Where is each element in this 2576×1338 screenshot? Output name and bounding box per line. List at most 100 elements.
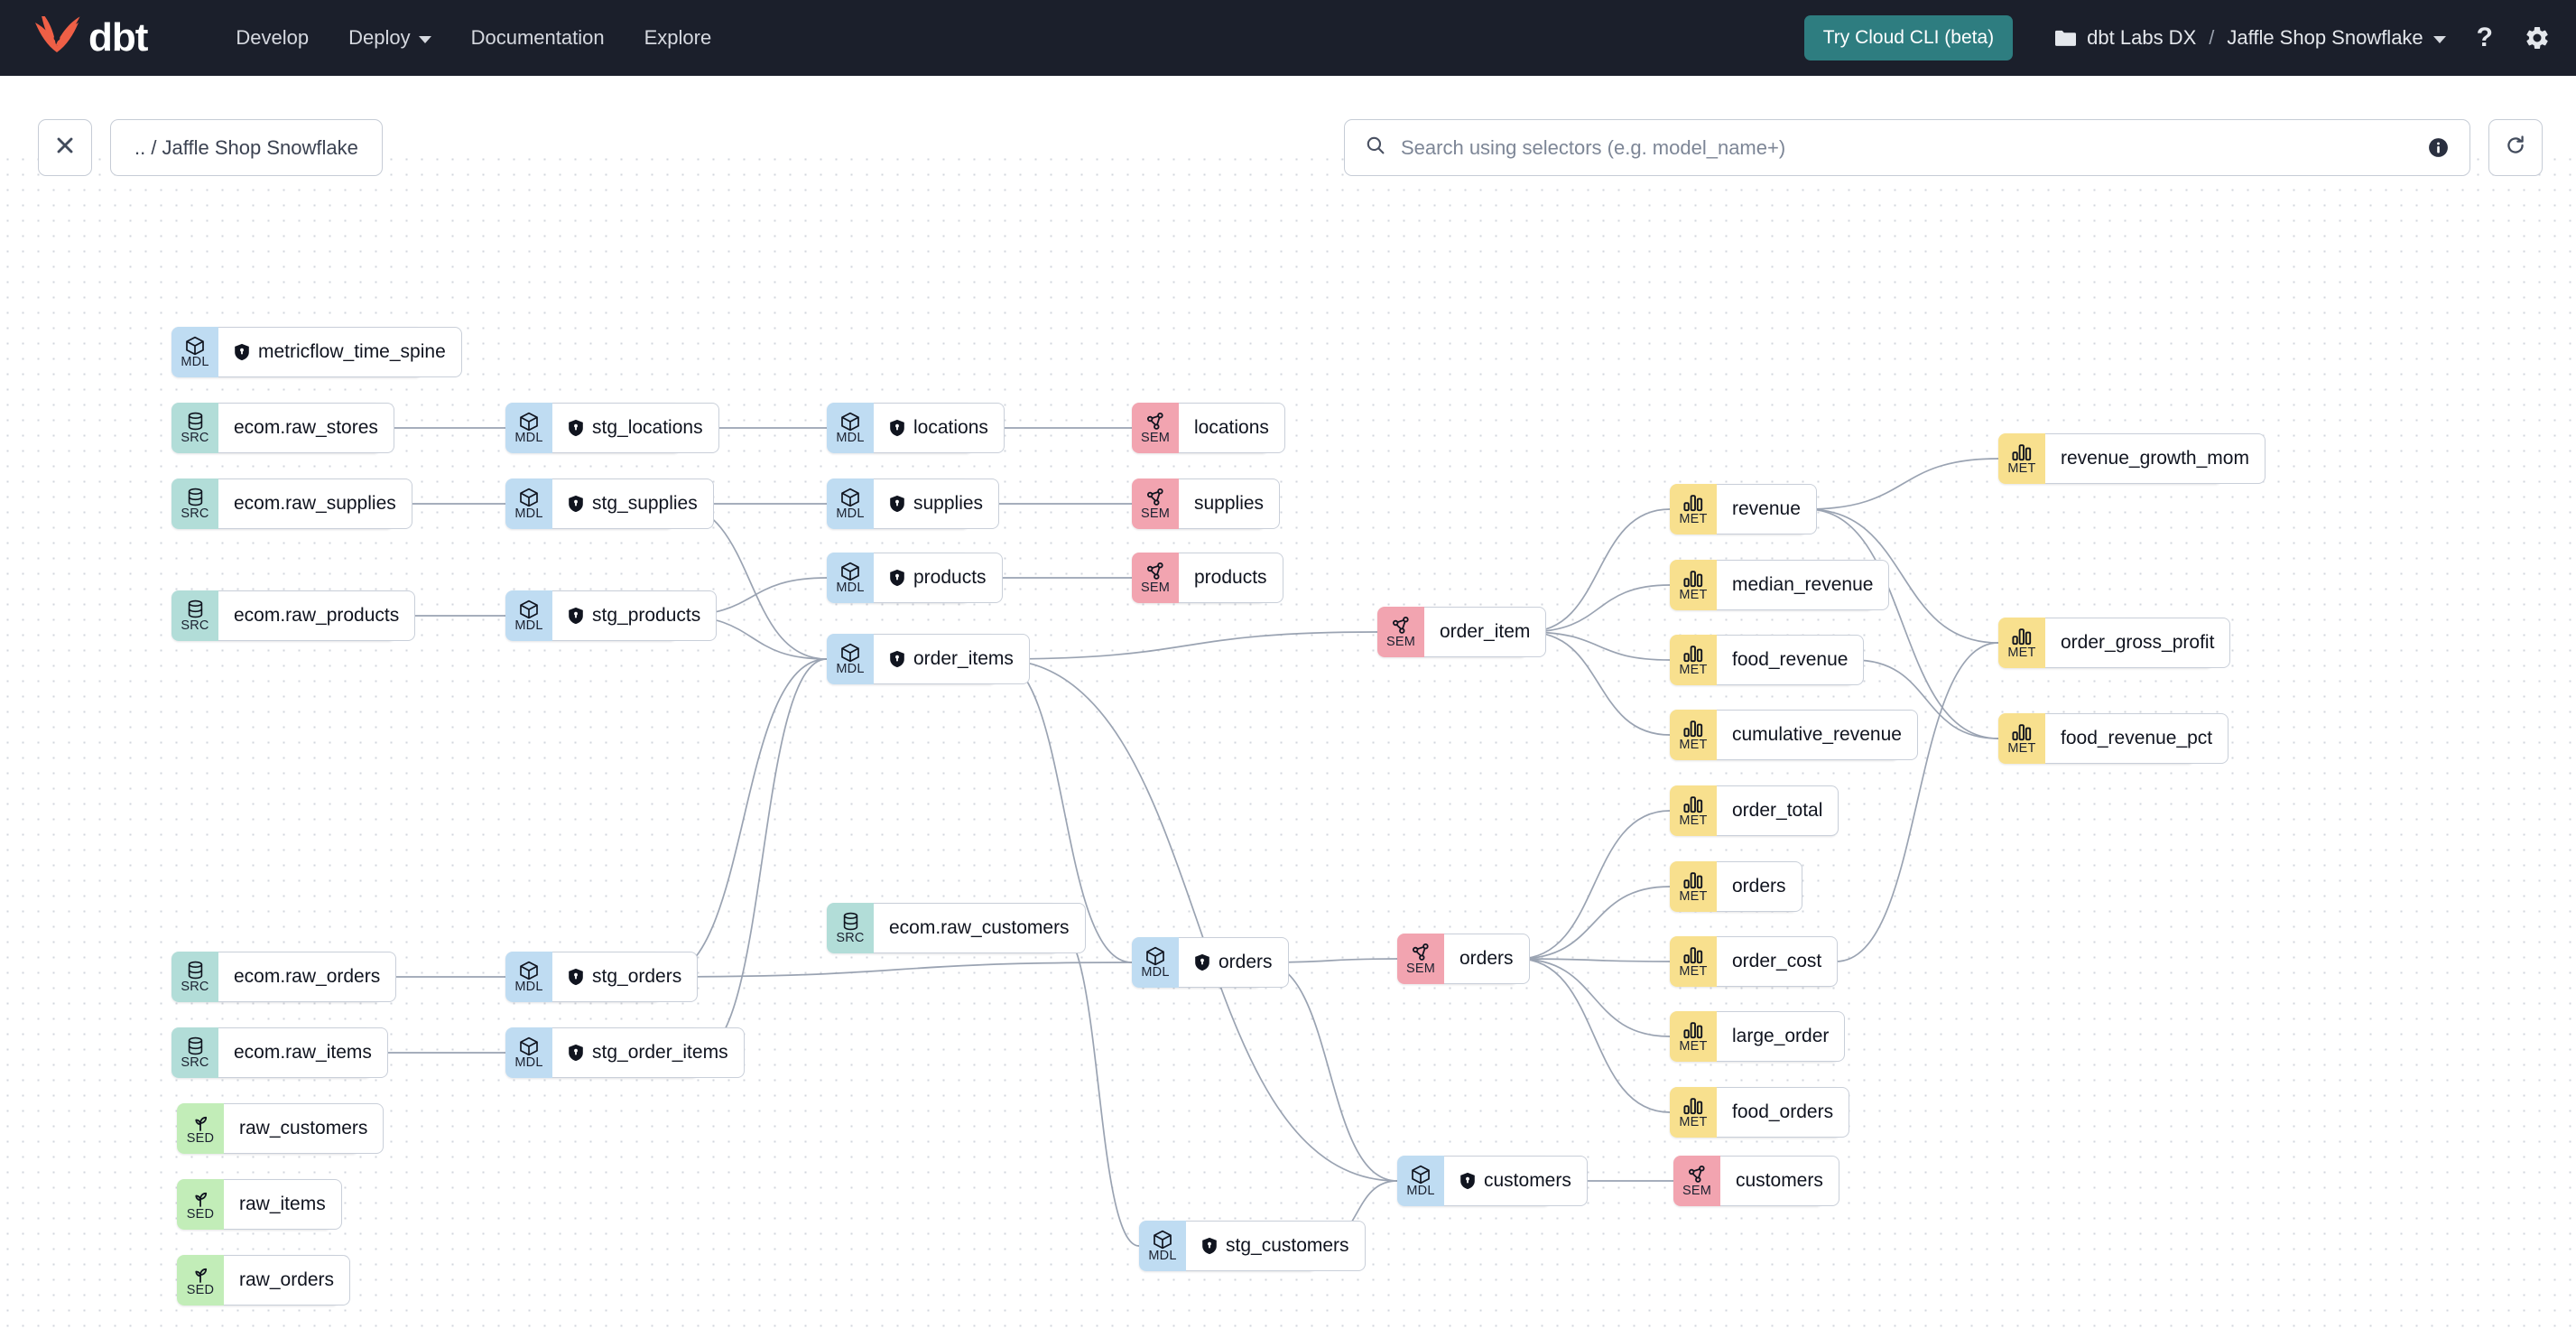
dbt-logo[interactable]: dbt [31, 11, 148, 60]
search-bar[interactable] [1344, 119, 2470, 176]
database-icon [185, 488, 206, 507]
lineage-toolbar: .. / Jaffle Shop Snowflake [0, 76, 2576, 176]
node-type-label: MET [1679, 662, 1708, 677]
node-type-label: SED [186, 1130, 215, 1146]
chevron-down-icon [418, 35, 431, 43]
graph-node-met_food_revenue[interactable]: MET food_revenue [1670, 635, 1865, 685]
node-body: stg_products [552, 590, 718, 641]
node-label: raw_items [239, 1194, 326, 1214]
bar-chart-icon [1682, 493, 1704, 513]
edge-src_raw_customers-to-stg_customers [1057, 927, 1140, 1247]
node-type-label: MET [2007, 645, 2036, 660]
nav-link-explore[interactable]: Explore [625, 17, 732, 59]
shield-icon [889, 569, 905, 587]
cube-icon [839, 488, 861, 507]
account-name[interactable]: dbt Labs DX [2087, 26, 2197, 49]
shield-icon [568, 968, 584, 986]
shield-icon [568, 607, 584, 625]
info-icon[interactable] [2427, 136, 2450, 159]
node-type-label: SRC [181, 618, 209, 633]
node-type-badge-sem: SEM [1397, 934, 1444, 984]
node-label: raw_orders [239, 1269, 335, 1290]
node-body: order_item [1424, 607, 1547, 657]
graph-node-sem_order_item[interactable]: SEM order_item [1377, 607, 1547, 657]
node-type-label: MDL [514, 506, 543, 521]
node-type-label: SEM [1385, 634, 1416, 649]
node-type-badge-met: MET [1670, 710, 1717, 760]
project-selector[interactable]: Jaffle Shop Snowflake [2227, 26, 2446, 50]
node-type-badge-met: MET [1670, 936, 1717, 987]
gear-icon[interactable] [2524, 24, 2551, 51]
shield-icon [1194, 953, 1210, 971]
search-input[interactable] [1401, 135, 2427, 160]
nav-link-explore-label: Explore [644, 26, 712, 49]
bar-chart-icon [2011, 627, 2033, 646]
bar-chart-icon [2011, 722, 2033, 742]
nav-link-develop-label: Develop [236, 26, 310, 49]
close-button[interactable] [38, 119, 92, 176]
node-type-label: MDL [1148, 1248, 1177, 1263]
nav-link-deploy[interactable]: Deploy [329, 17, 450, 59]
cube-icon [1410, 1165, 1432, 1185]
shield-icon [1201, 1237, 1218, 1255]
try-cloud-cli-button[interactable]: Try Cloud CLI (beta) [1803, 15, 2014, 60]
edge-sem_orders-to-met_food_orders [1517, 958, 1671, 1113]
breadcrumb-chip[interactable]: .. / Jaffle Shop Snowflake [110, 119, 383, 176]
node-label: stg_locations [592, 417, 703, 438]
edge-sem_order_item-to-met_cumulative_revenue [1526, 631, 1671, 736]
node-type-label: MET [1679, 737, 1708, 752]
node-body: order_items [874, 634, 1030, 684]
refresh-button[interactable] [2488, 119, 2543, 176]
node-body: stg_order_items [552, 1027, 745, 1078]
node-label: food_revenue [1732, 649, 1849, 670]
node-body: food_revenue [1717, 635, 1865, 685]
node-type-badge-sem: SEM [1377, 607, 1424, 657]
shield-icon [568, 419, 584, 437]
nav-link-documentation[interactable]: Documentation [451, 17, 625, 59]
node-type-badge-met: MET [1670, 1011, 1717, 1062]
node-type-badge-src: SRC [171, 590, 218, 641]
node-label: food_orders [1732, 1101, 1834, 1122]
nav-link-develop[interactable]: Develop [216, 17, 329, 59]
help-icon[interactable]: ? [2476, 23, 2493, 52]
